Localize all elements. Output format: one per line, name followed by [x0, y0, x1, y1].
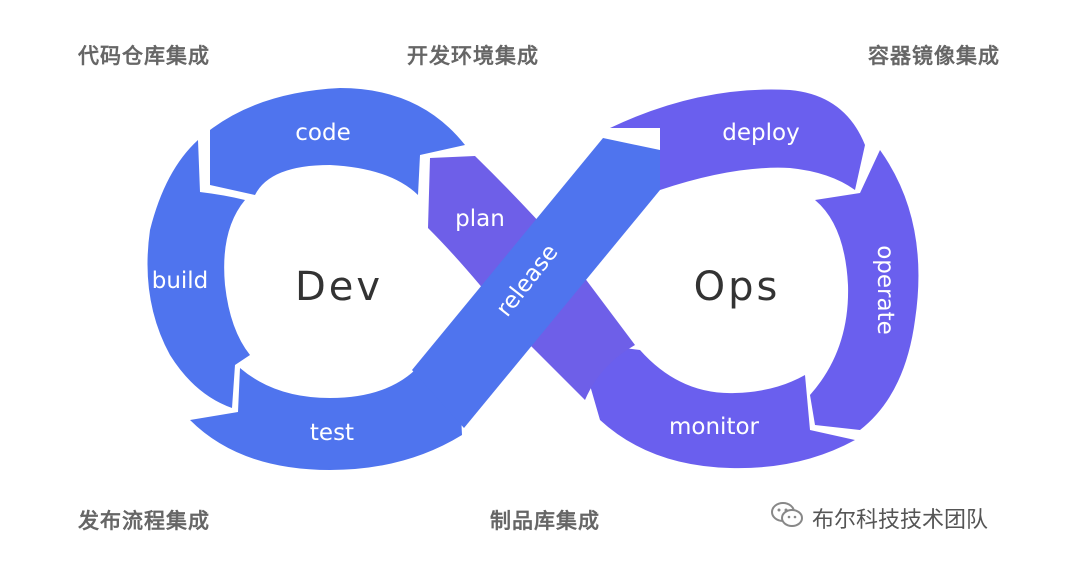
label-release-flow-integration: 发布流程集成: [78, 509, 210, 533]
segment-code: [210, 88, 465, 195]
segment-build: [147, 140, 250, 408]
stage-label-operate: operate: [872, 245, 898, 335]
segment-test: [190, 368, 462, 470]
wechat-icon: [770, 500, 804, 536]
watermark-text: 布尔科技技术团队: [812, 508, 989, 533]
label-code-repo-integration: 代码仓库集成: [78, 44, 210, 68]
stage-label-plan: plan: [455, 206, 505, 232]
label-artifact-repo-integration: 制品库集成: [490, 509, 600, 533]
watermark: 布尔科技技术团队: [770, 500, 988, 536]
stage-label-build: build: [152, 268, 209, 294]
segment-release: [412, 138, 660, 428]
label-dev-env-integration: 开发环境集成: [407, 44, 539, 68]
hub-label-ops: Ops: [694, 264, 781, 310]
hub-label-dev: Dev: [295, 264, 383, 310]
stage-label-monitor: monitor: [669, 414, 760, 440]
segment-operate: [810, 150, 919, 430]
stage-label-test: test: [310, 420, 354, 446]
segment-deploy: [610, 89, 865, 190]
segment-monitor: [585, 345, 855, 469]
label-container-image-integration: 容器镜像集成: [868, 44, 1000, 68]
stage-label-code: code: [295, 120, 350, 146]
stage-label-deploy: deploy: [722, 120, 799, 146]
